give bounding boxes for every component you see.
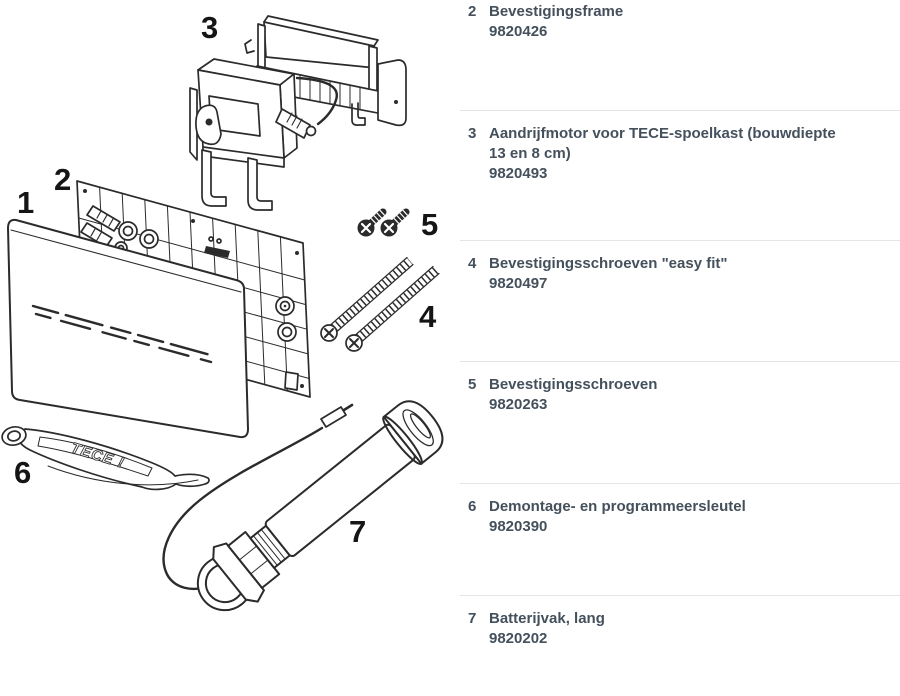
battery-compartment-drawing (162, 400, 444, 612)
item-name: Demontage- en programmeersleutel (489, 498, 746, 515)
parts-list-item-5[interactable]: 5 Bevestigingsschroeven 9820263 (460, 362, 900, 484)
part-label-2: 2 (54, 162, 71, 197)
item-number: 4 (468, 255, 477, 272)
item-name: Batterijvak, lang (489, 610, 605, 627)
parts-list-item-6[interactable]: 6 Demontage- en programmeersleutel 98203… (460, 484, 900, 596)
item-article-number: 9820390 (489, 518, 548, 535)
item-number: 7 (468, 610, 477, 627)
parts-list: 2 Bevestigingsframe 9820426 3 Aandrijfmo… (460, 0, 900, 647)
item-article-number: 9820426 (489, 23, 548, 40)
item-text: Bevestigingsframe 9820426 (489, 2, 623, 110)
part-label-7: 7 (349, 514, 366, 549)
parts-list-item-2[interactable]: 2 Bevestigingsframe 9820426 (460, 0, 900, 111)
item-number: 2 (468, 3, 477, 20)
small-screws-drawing (357, 208, 410, 237)
part-label-6: 6 (14, 455, 31, 490)
parts-list-item-4[interactable]: 4 Bevestigingsschroeven "easy fit" 98204… (460, 241, 900, 362)
part-label-3: 3 (201, 10, 218, 45)
item-text: Batterijvak, lang 9820202 (489, 609, 605, 696)
flush-plate-drawing (7, 218, 249, 439)
item-article-number: 9820493 (489, 165, 548, 182)
item-text: Bevestigingsschroeven "easy fit" 9820497 (489, 254, 727, 361)
item-text: Demontage- en programmeersleutel 9820390 (489, 497, 746, 595)
item-text: Bevestigingsschroeven 9820263 (489, 375, 657, 483)
part-label-4: 4 (419, 299, 437, 334)
item-number: 5 (468, 376, 477, 393)
spare-parts-page: TECE ! (0, 0, 900, 647)
item-name: Bevestigingsschroeven "easy fit" (489, 255, 728, 272)
item-text: Aandrijfmotor voor TECE-spoelkast (bouwd… (489, 124, 841, 240)
item-number: 6 (468, 498, 477, 515)
item-article-number: 9820497 (489, 275, 548, 292)
parts-list-item-3[interactable]: 3 Aandrijfmotor voor TECE-spoelkast (bou… (460, 111, 900, 241)
item-article-number: 9820263 (489, 396, 548, 413)
item-name: Bevestigingsframe (489, 3, 624, 20)
item-name: Bevestigingsschroeven (489, 376, 658, 393)
drive-motor-drawing (189, 15, 407, 211)
exploded-parts-diagram: TECE ! (0, 0, 460, 642)
service-key-drawing: TECE ! (1, 425, 210, 491)
item-article-number: 9820202 (489, 630, 548, 647)
item-number: 3 (468, 125, 477, 142)
long-screws-drawing (320, 256, 441, 352)
parts-list-item-7[interactable]: 7 Batterijvak, lang 9820202 (460, 596, 900, 696)
part-label-5: 5 (421, 207, 438, 242)
item-name: Aandrijfmotor voor TECE-spoelkast (bouwd… (489, 125, 836, 162)
part-label-1: 1 (17, 185, 34, 220)
